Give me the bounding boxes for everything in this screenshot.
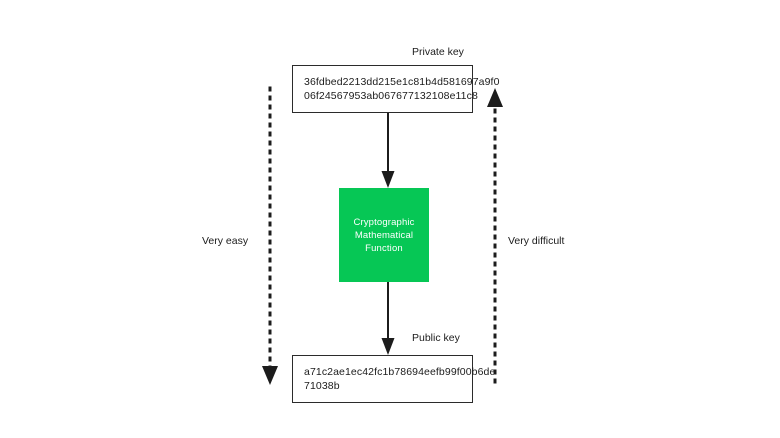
very-easy-label: Very easy [202, 235, 249, 247]
function-line-1: Cryptographic [353, 216, 415, 228]
public-key-line-1: a71c2ae1ec42fc1b78694eefb99f00b6de [304, 366, 496, 378]
function-line-2: Mathematical [354, 229, 414, 241]
cryptographic-function-box: Cryptographic Mathematical Function [339, 188, 429, 282]
arrow-very-difficult-dotted [487, 88, 503, 384]
private-key-line-2: 06f24567953ab067677132108e11c8 [304, 90, 478, 102]
public-key-label: Public key [412, 332, 460, 344]
private-key-line-1: 36fdbed2213dd215e1c81b4d581697a9f0 [304, 76, 500, 88]
arrow-function-to-public [381, 282, 395, 355]
arrow-private-to-function [381, 113, 395, 188]
private-key-label: Private key [412, 46, 464, 58]
public-key-box: a71c2ae1ec42fc1b78694eefb99f00b6de 71038… [292, 355, 496, 403]
function-line-3: Function [365, 242, 403, 254]
public-key-line-2: 71038b [304, 380, 340, 392]
arrow-very-easy-dotted [262, 86, 278, 385]
private-key-box: 36fdbed2213dd215e1c81b4d581697a9f0 06f24… [292, 65, 500, 113]
very-difficult-label: Very difficult [508, 235, 565, 247]
